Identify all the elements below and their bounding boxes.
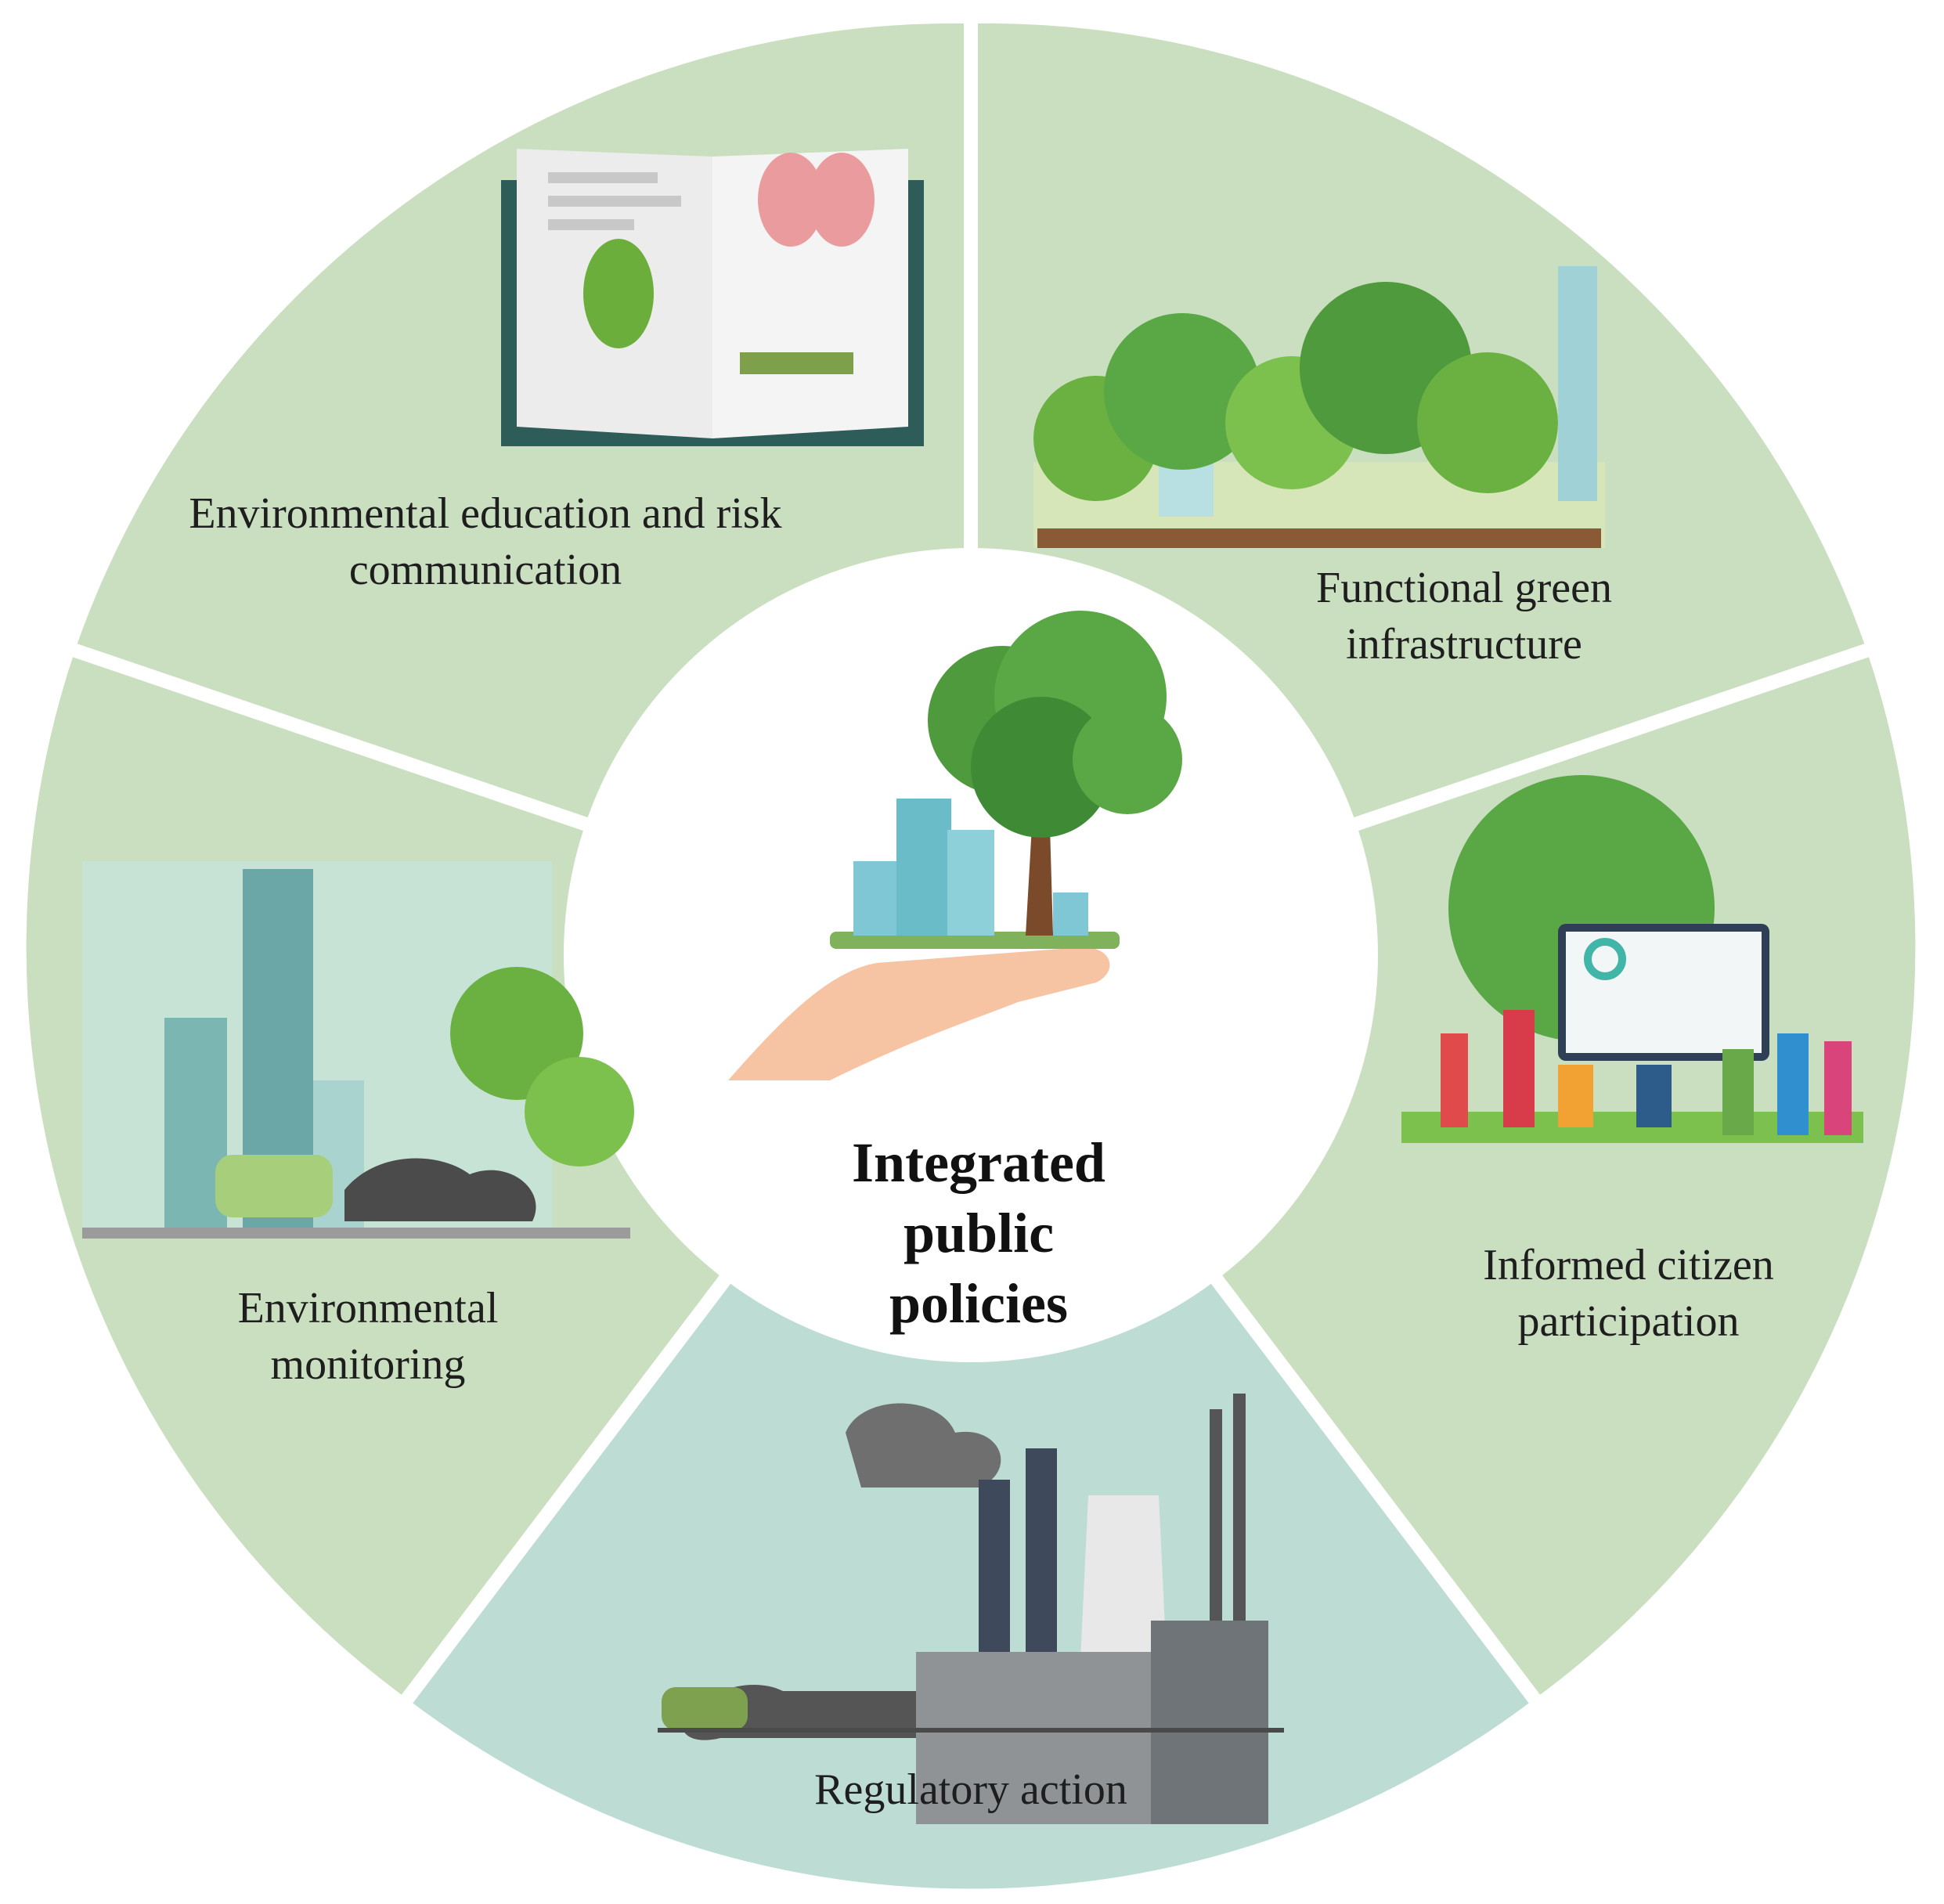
open-book-lungs-icon <box>501 149 924 446</box>
people-meeting-icon <box>1401 775 1863 1143</box>
factory-smoke-icon <box>658 1394 1284 1824</box>
city-trees-icon <box>1033 266 1605 548</box>
hand-tree-city-icon <box>728 611 1182 1080</box>
city-car-smoke-icon <box>82 861 634 1239</box>
label-citizen: Informed citizen participation <box>1483 1241 1774 1346</box>
label-education: Environmental education and risk communi… <box>189 489 782 594</box>
label-green: Functional green infrastructure <box>1316 564 1612 669</box>
center-title: Integrated public policies <box>852 1131 1105 1335</box>
label-monitoring: Environmental monitoring <box>237 1284 499 1389</box>
label-regulatory: Regulatory action <box>814 1765 1127 1814</box>
